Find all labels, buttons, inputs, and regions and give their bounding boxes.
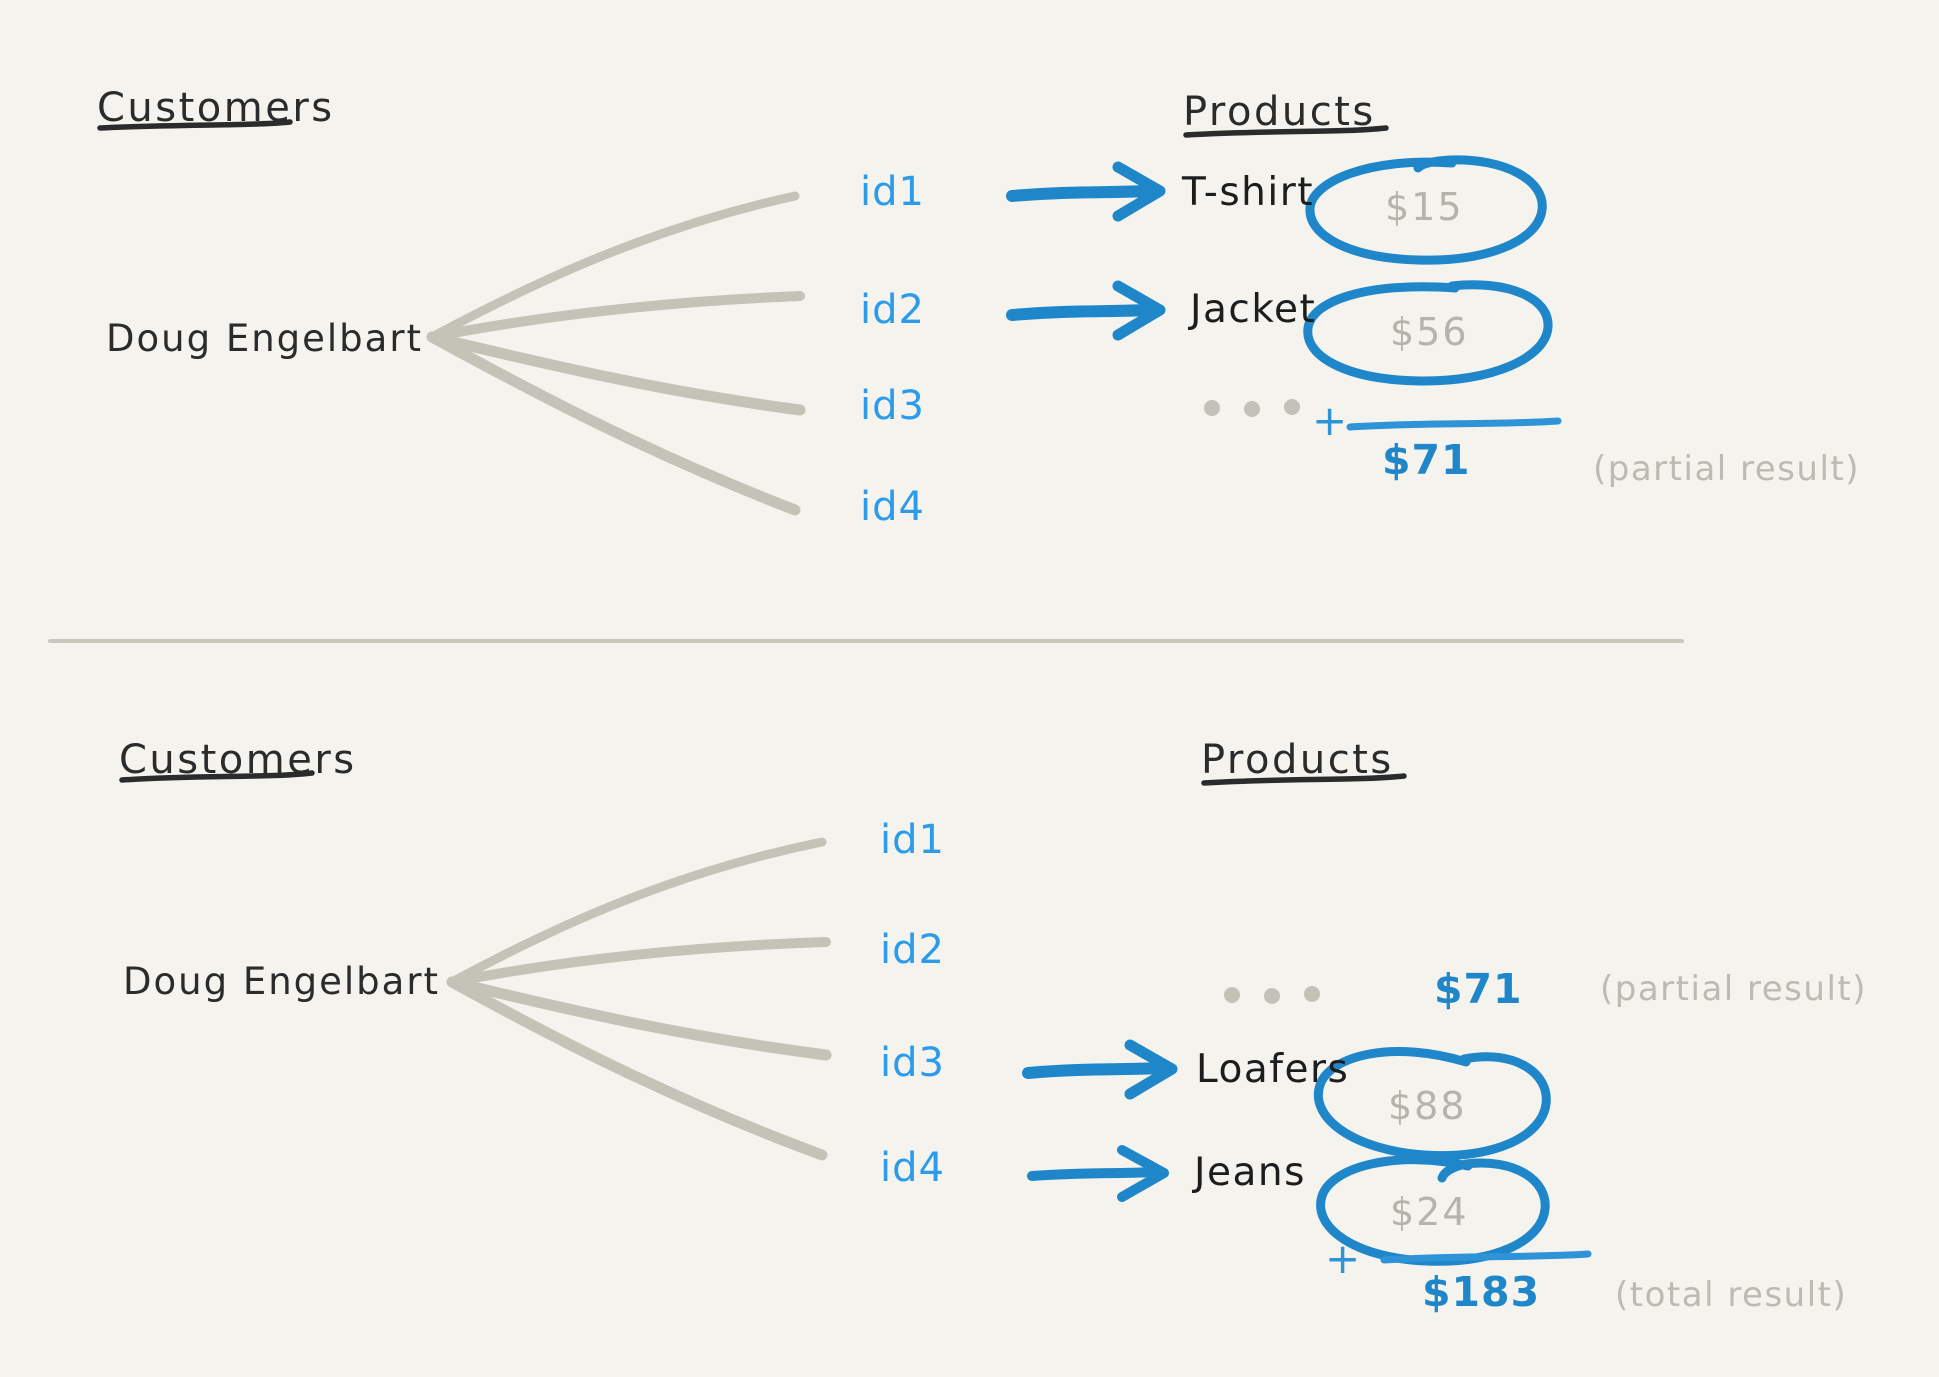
plus-sign-bottom: + — [1325, 1234, 1362, 1283]
arrow-id3-loafers — [1022, 1039, 1178, 1100]
price-jacket: $56 — [1390, 310, 1469, 354]
partial-result-note-top: (partial result) — [1593, 449, 1860, 489]
sum-rule-bottom — [1380, 1250, 1592, 1264]
partial-result-value-top: $71 — [1382, 436, 1471, 484]
customers-heading-bottom: Customers — [119, 737, 357, 783]
arrow-id4-jeans — [1027, 1145, 1169, 1202]
ellipsis-dots-top — [1204, 399, 1300, 417]
arrow-id1-tshirt — [1006, 161, 1166, 222]
product-name-jeans: Jeans — [1194, 1150, 1306, 1195]
price-tshirt: $15 — [1385, 185, 1464, 229]
total-result-note: (total result) — [1615, 1275, 1848, 1315]
plus-sign-top: + — [1312, 396, 1349, 445]
carry-partial-note: (partial result) — [1600, 969, 1867, 1009]
product-name-loafers: Loafers — [1196, 1047, 1350, 1092]
id-label-top-1[interactable]: id1 — [860, 169, 925, 215]
customer-name-top: Doug Engelbart — [106, 317, 424, 360]
price-jeans: $24 — [1390, 1190, 1469, 1234]
customers-heading-top: Customers — [97, 85, 335, 131]
product-name-jacket: Jacket — [1190, 287, 1317, 332]
id-label-top-4[interactable]: id4 — [860, 484, 925, 530]
id-label-bottom-1[interactable]: id1 — [880, 817, 945, 863]
fan-lines-bottom — [446, 837, 832, 1161]
ellipsis-dots-bottom — [1224, 986, 1320, 1004]
carry-partial-value: $71 — [1434, 965, 1523, 1013]
sum-rule-top — [1346, 417, 1562, 431]
id-label-top-2[interactable]: id2 — [860, 287, 925, 333]
id-label-bottom-2[interactable]: id2 — [880, 927, 945, 973]
products-heading-bottom: Products — [1201, 737, 1394, 783]
id-label-bottom-3[interactable]: id3 — [880, 1040, 945, 1086]
customer-name-bottom: Doug Engelbart — [123, 960, 441, 1003]
total-result-value: $183 — [1422, 1268, 1541, 1316]
arrow-id2-jacket — [1006, 280, 1166, 341]
id-label-top-3[interactable]: id3 — [860, 383, 925, 429]
price-loafers: $88 — [1388, 1084, 1467, 1128]
product-name-tshirt: T-shirt — [1182, 170, 1315, 215]
products-heading-top: Products — [1183, 89, 1376, 135]
fan-lines-top — [426, 191, 806, 516]
id-label-bottom-4[interactable]: id4 — [880, 1145, 945, 1191]
